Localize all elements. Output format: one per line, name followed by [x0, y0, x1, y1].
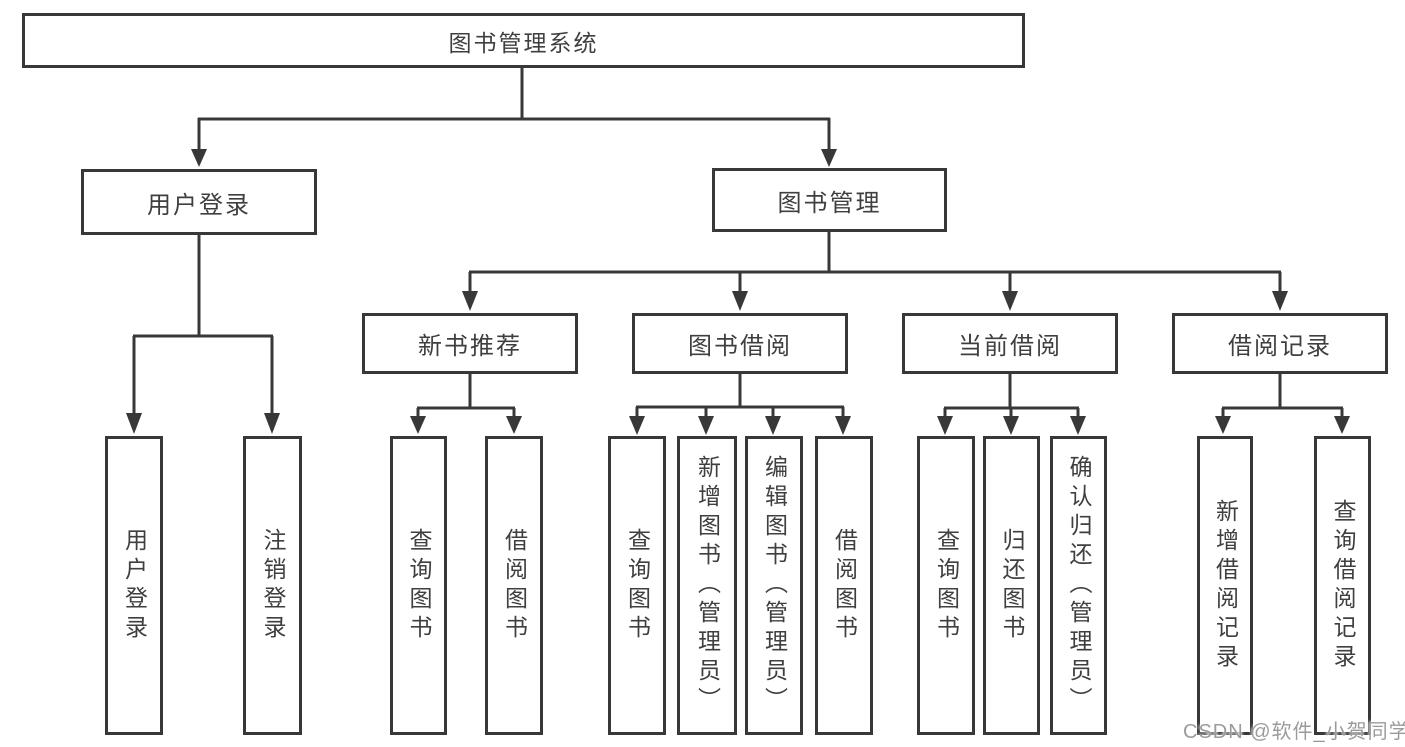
node-new-book-recommend: 新书推荐	[362, 313, 578, 374]
node-label: 确认归还（管理员）	[1066, 455, 1092, 716]
node-label: 查询图书	[624, 527, 651, 644]
node-leaf-confirm-return-admin: 确认归还（管理员）	[1050, 436, 1107, 735]
node-label: 编辑图书（管理员）	[761, 455, 788, 716]
node-label: 查询图书	[933, 527, 960, 644]
node-label: 图书管理系统	[448, 29, 599, 56]
edge-newbook-to-leaves	[410, 374, 522, 434]
node-label: 查询借阅记录	[1330, 498, 1356, 673]
node-label: 新增图书（管理员）	[694, 455, 721, 716]
edge-bookborrow-to-leaves	[629, 374, 851, 435]
node-label: 用户登录	[121, 527, 148, 644]
node-leaf-query-borrow-record: 查询借阅记录	[1314, 436, 1371, 735]
csdn-watermark: CSDN @软件_小贺同学	[1183, 721, 1405, 743]
node-label: 借阅记录	[1228, 333, 1332, 360]
node-book-borrow: 图书借阅	[632, 313, 848, 374]
node-label: 归还图书	[999, 527, 1025, 644]
node-leaf-query-book-recommend: 查询图书	[390, 436, 447, 735]
node-label: 图书借阅	[688, 333, 792, 360]
edge-bookmgmt-to-level3	[462, 232, 1288, 311]
node-leaf-edit-book-admin: 编辑图书（管理员）	[745, 436, 803, 735]
node-leaf-return-book: 归还图书	[983, 436, 1040, 735]
node-label: 新书推荐	[418, 333, 522, 360]
node-current-borrow: 当前借阅	[902, 313, 1118, 374]
node-label: 注销登录	[260, 527, 286, 644]
edge-currentborrow-to-leaves	[937, 374, 1086, 435]
edge-root-to-level2	[191, 67, 837, 167]
node-leaf-borrow-book: 借阅图书	[815, 436, 873, 735]
node-leaf-logout: 注销登录	[243, 436, 302, 735]
node-label: 当前借阅	[958, 333, 1062, 360]
node-leaf-borrow-book-recommend: 借阅图书	[485, 436, 543, 735]
node-label: 用户登录	[147, 191, 251, 219]
node-leaf-add-borrow-record: 新增借阅记录	[1197, 436, 1253, 735]
edge-userlogin-to-leaves	[126, 235, 280, 434]
node-leaf-query-book-current: 查询图书	[917, 436, 975, 735]
node-leaf-add-book-admin: 新增图书（管理员）	[677, 436, 737, 735]
node-label: 查询图书	[406, 527, 432, 644]
node-book-management: 图书管理	[712, 168, 947, 232]
node-label: 借阅图书	[831, 527, 858, 644]
node-user-login: 用户登录	[81, 169, 317, 235]
node-label: 新增借阅记录	[1212, 498, 1239, 673]
node-label: 图书管理	[777, 189, 882, 217]
node-library-system: 图书管理系统	[22, 13, 1025, 68]
node-label: 借阅图书	[501, 527, 528, 644]
node-leaf-login: 用户登录	[105, 436, 163, 735]
node-leaf-query-book-borrow: 查询图书	[608, 436, 666, 735]
node-borrow-records: 借阅记录	[1172, 313, 1388, 374]
edge-borrowrecord-to-leaves	[1215, 374, 1350, 434]
